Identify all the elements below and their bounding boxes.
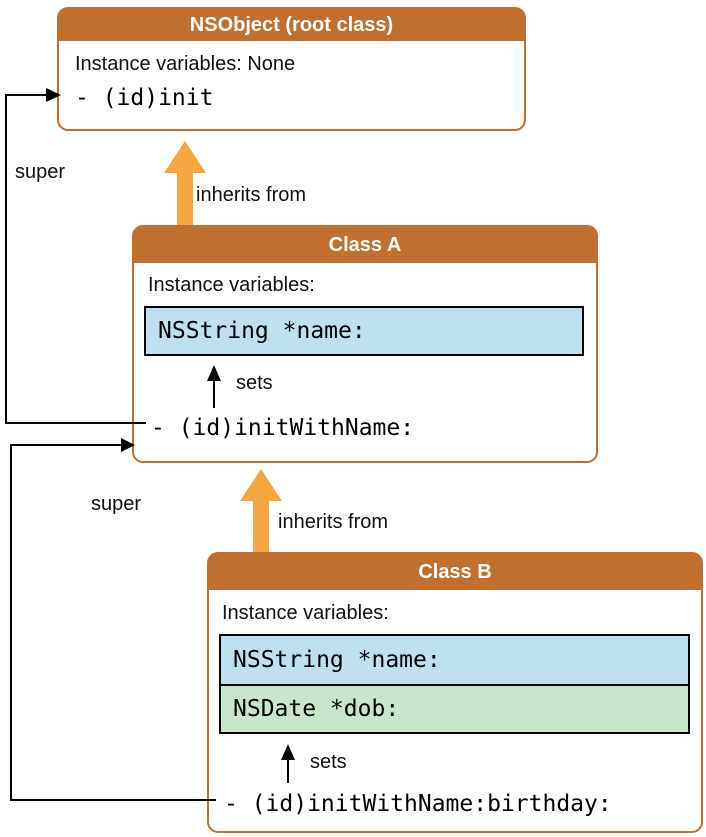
inherits-arrow-a-to-nsobject-icon	[164, 141, 206, 225]
class-title-a: Class A	[134, 227, 596, 263]
inherits-arrow-b-to-a-icon	[240, 469, 282, 552]
class-title-b: Class B	[209, 554, 701, 590]
method-initwithname: - (id)initWithName:	[151, 415, 415, 441]
ivar-name-b: NSString *name:	[233, 647, 441, 673]
ivar-heading-a: Instance variables:	[148, 274, 315, 296]
class-box-nsobject: NSObject (root class) Instance variables…	[57, 7, 526, 131]
ivar-heading-b: Instance variables:	[222, 602, 389, 624]
class-box-b: Class B Instance variables: NSString *na…	[207, 552, 703, 833]
sets-label-b: sets	[310, 751, 347, 773]
ivar-table-b: NSString *name: NSDate *dob:	[219, 634, 690, 734]
super-line-a-to-nsobject	[5, 94, 146, 424]
super-label-b-to-a: super	[91, 493, 142, 515]
class-title-nsobject: NSObject (root class)	[59, 9, 524, 41]
inherits-from-label-b-to-a: inherits from	[278, 511, 389, 533]
ivar-row-dob-b: NSDate *dob:	[221, 684, 688, 732]
ivar-row-name-a: NSString *name:	[144, 306, 584, 356]
sets-label-a: sets	[236, 372, 273, 394]
class-box-a: Class A Instance variables: NSString *na…	[132, 225, 598, 463]
ivar-dob-b: NSDate *dob:	[233, 696, 400, 722]
method-initwithname-birthday: - (id)initWithName:birthday:	[224, 791, 612, 817]
ivar-heading-nsobject: Instance variables: None	[75, 53, 296, 75]
method-init: - (id)init	[75, 85, 214, 111]
ivar-name-a: NSString *name:	[158, 318, 366, 344]
super-label-a-to-nsobject: super	[15, 161, 66, 183]
inherits-from-label-a-to-nsobject: inherits from	[196, 184, 307, 206]
ivar-row-name-b: NSString *name:	[221, 636, 688, 684]
